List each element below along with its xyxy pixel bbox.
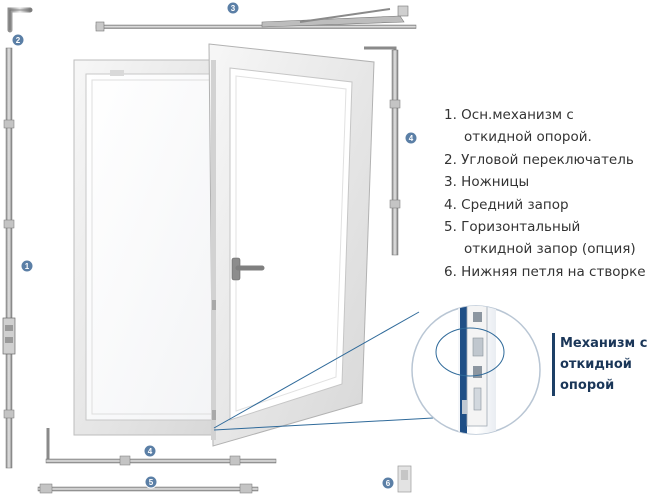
- svg-text:4: 4: [409, 134, 414, 143]
- window-sash-open: [208, 43, 375, 447]
- callout-line-1: Механизм с: [560, 336, 648, 351]
- legend-item-6: 6. Нижняя петля на створке: [444, 263, 646, 280]
- marker-2: 2: [11, 33, 25, 47]
- scissors-arm-fitting: [95, 5, 417, 32]
- callout-leader-lines: [213, 311, 434, 431]
- legend-item-2: 2. Угловой переключатель: [444, 151, 634, 168]
- svg-text:3: 3: [231, 4, 236, 13]
- marker-5: 5: [144, 475, 158, 489]
- sash-bottom-hinge-fitting: [397, 465, 412, 493]
- legend-item-4: 4. Средний запор: [444, 196, 569, 213]
- legend-item-5: 5. Горизонтальный: [444, 219, 581, 236]
- corner-switch-fitting: [7, 7, 33, 33]
- fittings-legend: 1. Осн.механизм с откидной опорой. 2. Уг…: [444, 104, 664, 283]
- legend-item-1: 1. Осн.механизм с: [444, 107, 574, 123]
- mechanism-callout-label: Механизм с откидной опорой: [552, 333, 670, 396]
- mechanism-magnified-inset: [411, 305, 541, 435]
- callout-line-2: откидной: [560, 357, 632, 372]
- window-handle: [231, 257, 265, 281]
- marker-6: 6: [381, 476, 395, 490]
- middle-lock-fitting-right: [364, 46, 401, 256]
- callout-line-3: опорой: [560, 378, 615, 393]
- svg-text:4: 4: [148, 447, 153, 456]
- svg-text:1: 1: [25, 262, 30, 271]
- window-frame: [73, 59, 225, 436]
- legend-item-5-cont: откидной запор (опция): [464, 241, 636, 258]
- marker-4-right: 4: [404, 131, 418, 145]
- main-espagnolette-fitting: [2, 47, 16, 469]
- middle-lock-fitting-bottom: [45, 428, 277, 466]
- marker-1: 1: [20, 259, 34, 273]
- legend-item-3: 3. Ножницы: [444, 174, 530, 191]
- marker-3: 3: [226, 1, 240, 15]
- marker-4-bottom: 4: [143, 444, 157, 458]
- svg-text:2: 2: [16, 36, 21, 45]
- svg-text:6: 6: [386, 479, 391, 488]
- legend-item-1-cont: откидной опорой.: [464, 129, 592, 146]
- svg-text:5: 5: [149, 478, 154, 487]
